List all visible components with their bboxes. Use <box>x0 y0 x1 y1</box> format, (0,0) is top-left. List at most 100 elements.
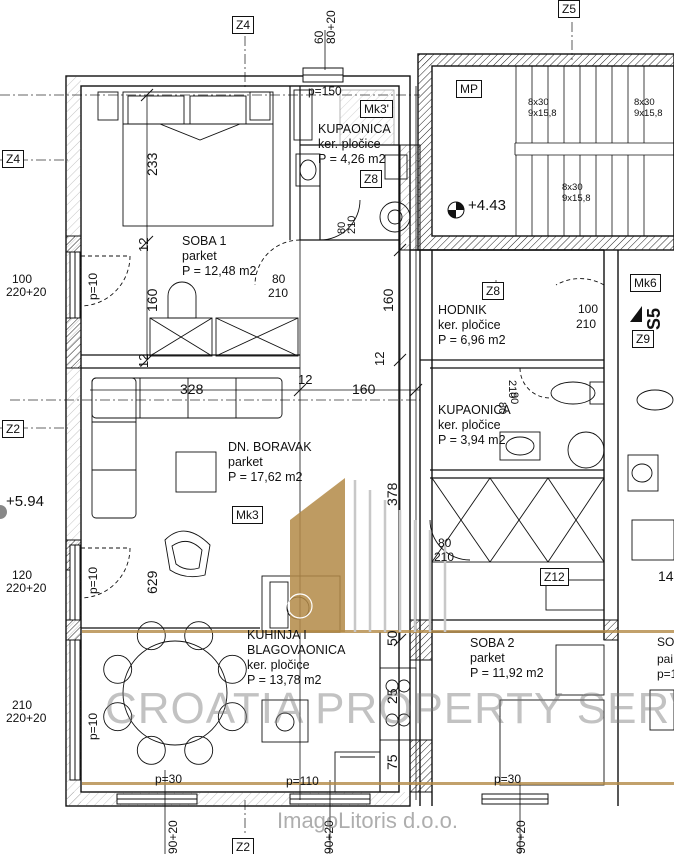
opening-p10-right: p=10 <box>657 667 674 681</box>
room-boravak: DN. BORAVAK parket P = 17,62 m2 <box>228 440 312 485</box>
dim-233: 233 <box>144 152 160 176</box>
axis-tag-z2-bottom: Z2 <box>232 838 255 854</box>
watermark-subtext: ImagoLitoris d.o.o. <box>277 808 458 833</box>
left-dim-220-20-a: 220+20 <box>6 285 47 299</box>
dining-chair <box>184 621 214 651</box>
stair-label-3a: 8x30 <box>562 182 583 193</box>
door-80-210-b-height: 210 <box>434 550 455 564</box>
watermark-graphic <box>82 478 674 785</box>
left-dim-220-20-b: 220+20 <box>6 581 47 595</box>
door-80-210-a-width: 80 <box>272 272 286 286</box>
watermark-text: CROATIA PROPERTY SERVICE <box>105 684 674 733</box>
room-kuhinja-floor: ker. pločice <box>247 658 310 672</box>
dim-328: 328 <box>180 381 204 397</box>
door-80-210-d-width: 80 <box>496 402 508 415</box>
dim-12-d: 12 <box>372 351 387 366</box>
room-soba2-name: SOBA 2 <box>470 636 515 650</box>
axis-tag-z5-top: Z5 <box>558 0 581 18</box>
axis-tag-z4-top: Z4 <box>232 16 255 34</box>
room-kupaonica1-name: KUPAONICA <box>318 122 391 136</box>
door-100-210-width: 100 <box>578 302 599 316</box>
sofa <box>91 377 283 519</box>
opening-so: SO <box>657 635 674 649</box>
room-kupaonica1-floor: ker. pločice <box>318 137 381 151</box>
tag-mk3: Mk3 <box>232 506 263 524</box>
door-80-210-b-width: 80 <box>438 536 452 550</box>
level-marker-top: +4.43 <box>468 197 506 214</box>
dim-629: 629 <box>144 570 160 594</box>
tag-mk6: Mk6 <box>630 274 661 292</box>
room-soba1-name: SOBA 1 <box>182 234 227 248</box>
room-soba2: SOBA 2 parket P = 11,92 m2 <box>470 636 544 681</box>
opening-p30-a: p=30 <box>155 772 183 786</box>
axis-tag-z4-left: Z4 <box>2 150 25 168</box>
stair-label-2b: 9x15,8 <box>634 108 663 119</box>
dining-chair <box>103 702 133 732</box>
armchair <box>164 530 211 578</box>
stair-label-2a: 8x30 <box>634 97 655 108</box>
tag-mp: MP <box>456 80 482 98</box>
opening-p150: p=150 <box>308 84 342 98</box>
stair-treads <box>514 66 674 236</box>
opening-p110: p=110 <box>286 774 319 788</box>
axis-tag-z2-left: Z2 <box>2 420 25 438</box>
room-kupaonica1-area: P = 4,26 m2 <box>318 152 386 166</box>
room-hodnik-area: P = 6,96 m2 <box>438 333 506 347</box>
level-marker-left: +5.94 <box>6 493 44 510</box>
opening-p10-c: p=10 <box>86 712 100 740</box>
soba2-furniture <box>431 477 605 786</box>
room-kupaonica2: KUPAONICA ker. pločice P = 3,94 m2 <box>438 403 511 448</box>
desk <box>149 281 299 357</box>
section-label-s5: S5 <box>644 307 664 330</box>
neighbour-fixtures <box>627 389 674 731</box>
room-kupaonica1: KUPAONICA ker. pločice P = 4,26 m2 <box>318 122 391 167</box>
door-80-210-d-height: 210 <box>506 380 518 399</box>
door-80-210-a-height: 210 <box>268 286 289 300</box>
neighbour-walls <box>410 249 619 806</box>
stair-label-1a: 8x30 <box>528 97 549 108</box>
room-kupaonica2-area: P = 3,94 m2 <box>438 433 506 447</box>
dim-12-c: 12 <box>298 372 313 387</box>
bath2-fixtures <box>499 381 605 469</box>
door-100-210-height: 210 <box>576 317 597 331</box>
dining-table <box>103 621 247 765</box>
left-dim-120: 120 <box>12 568 33 582</box>
stair-label-3b: 9x15,8 <box>562 193 591 204</box>
stair-label-1b: 9x15,8 <box>528 108 557 119</box>
right-dim-14: 14 <box>658 568 674 584</box>
room-soba1: SOBA 1 parket P = 12,48 m2 <box>182 234 256 279</box>
dining-chair <box>217 654 247 684</box>
left-dim-210: 210 <box>12 698 33 712</box>
dimension-ticks <box>140 88 423 647</box>
opening-p10-a: p=10 <box>86 272 100 300</box>
dim-75: 75 <box>384 754 400 770</box>
room-hodnik-name: HODNIK <box>438 303 487 317</box>
dim-210-bath1: 210 <box>346 215 358 234</box>
dim-12-a: 12 <box>136 237 151 252</box>
room-kuhinja-name1: KUHINJA I <box>247 628 307 642</box>
room-kuhinja-name2: BLAGOVAONICA <box>247 643 346 657</box>
room-kuhinja: KUHINJA I BLAGOVAONICA ker. pločice P = … <box>247 628 345 688</box>
dim-160-horizontal: 160 <box>352 381 376 397</box>
bed <box>97 91 274 227</box>
left-dim-100: 100 <box>12 272 33 286</box>
dim-160-hodnik: 160 <box>380 288 396 312</box>
opening-pai: pai <box>657 652 674 666</box>
section-arrow <box>630 306 642 322</box>
dim-378: 378 <box>384 482 400 506</box>
room-kuhinja-area: P = 13,78 m2 <box>247 673 322 687</box>
tag-mk3-prime: Mk3' <box>360 100 393 118</box>
opening-p10-b: p=10 <box>86 566 100 594</box>
axis-tag-z8-low: Z8 <box>482 282 505 300</box>
room-boravak-floor: parket <box>228 455 263 469</box>
dim-12-b: 12 <box>136 353 151 368</box>
dining-chair <box>184 735 214 765</box>
room-hodnik-floor: ker. pločice <box>438 318 501 332</box>
axis-tag-z12: Z12 <box>540 568 569 586</box>
room-soba2-area: P = 11,92 m2 <box>470 666 544 680</box>
room-kupaonica2-name: KUPAONICA <box>438 403 511 417</box>
room-hodnik: HODNIK ker. pločice P = 6,96 m2 <box>438 303 506 348</box>
room-soba2-floor: parket <box>470 651 505 665</box>
